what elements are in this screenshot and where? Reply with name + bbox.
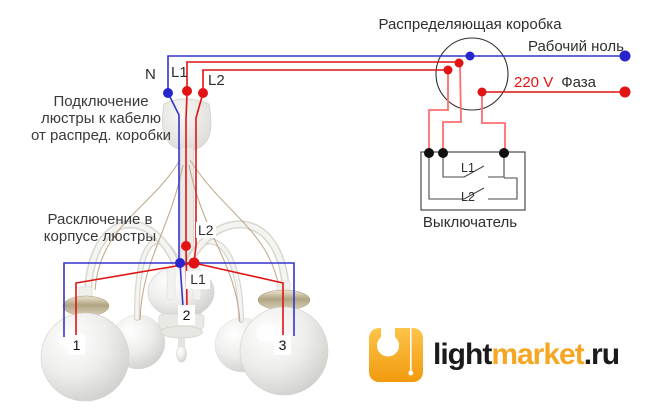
lamp-1-number: 1 (68, 335, 85, 355)
neutral-dots (163, 50, 631, 268)
lamp-3-number: 3 (274, 335, 291, 355)
finial-drop (176, 345, 187, 363)
switch-terminals (424, 148, 509, 158)
lamp-cords (94, 159, 281, 323)
dot-l1-ceiling (182, 86, 192, 96)
note-connection: Подключение люстры к кабелю от распред. … (6, 93, 196, 144)
dot-l2-ceiling (198, 88, 208, 98)
phase-word: Фаза (561, 74, 597, 91)
hub-post-left (166, 267, 176, 301)
dot-phase-junctionbox (477, 87, 487, 97)
dot-neutral-end (619, 50, 631, 62)
switch-gang1-label: L1 (461, 161, 475, 175)
voltage-value: 220 V (514, 74, 554, 91)
hub-wire-l1-label: L1 (186, 271, 210, 289)
note-connection-line1: Подключение (53, 93, 149, 110)
dot-n-ceiling (163, 88, 173, 98)
logo-word-ru: .ru (583, 338, 620, 371)
ceiling-wire-l2-label: L2 (208, 72, 225, 89)
switch-terminal-3 (499, 148, 509, 158)
hub-base-disc (160, 325, 203, 339)
switch-contacts (428, 153, 518, 200)
note-body: Расключение в корпусе люстры (14, 211, 186, 245)
neutral-line-label: Рабочий ноль (527, 38, 624, 55)
logo-wordmark: lightmarket.ru (433, 338, 620, 372)
phase-line-label: 220 V Фаза (514, 74, 596, 91)
note-body-line2: корпусе люстры (43, 228, 157, 245)
junction-box-circle (435, 37, 509, 111)
logo-word-market: market (491, 338, 584, 371)
ceiling-wire-l1-label: L1 (171, 64, 188, 81)
logo-word-light: light (433, 338, 492, 371)
dot-l1-junctionbox (454, 58, 464, 68)
dot-n-junctionbox (465, 51, 475, 61)
switch-box (420, 151, 526, 211)
dot-phase-end (619, 86, 631, 98)
dot-l1-hub (181, 241, 191, 251)
switch-title: Выключатель (422, 214, 518, 231)
note-connection-line3: от распред. коробки (30, 127, 172, 144)
finial-stem (178, 337, 185, 348)
switch-terminal-2 (438, 148, 448, 158)
switch-terminal-1 (424, 148, 434, 158)
globe-1 (40, 312, 130, 402)
dot-n-hub (175, 258, 185, 268)
dot-l2-junctionbox (443, 65, 453, 75)
ceiling-wire-n-label: N (145, 66, 156, 83)
lamp-2-number: 2 (178, 305, 195, 325)
logo-bulb-icon (369, 328, 423, 382)
lightmarket-logo: lightmarket.ru (369, 328, 620, 382)
note-body-line1: Расключение в (47, 211, 153, 228)
switch-gang2-label: L2 (461, 190, 475, 204)
note-connection-line2: люстры к кабелю (41, 110, 161, 127)
switch-feed-wires (428, 63, 506, 150)
junction-box-title: Распределяющая коробка (378, 16, 562, 33)
hub-wire-l2-label: L2 (196, 222, 216, 238)
phase-dots (181, 58, 631, 269)
dot-l2-hub (188, 257, 200, 269)
